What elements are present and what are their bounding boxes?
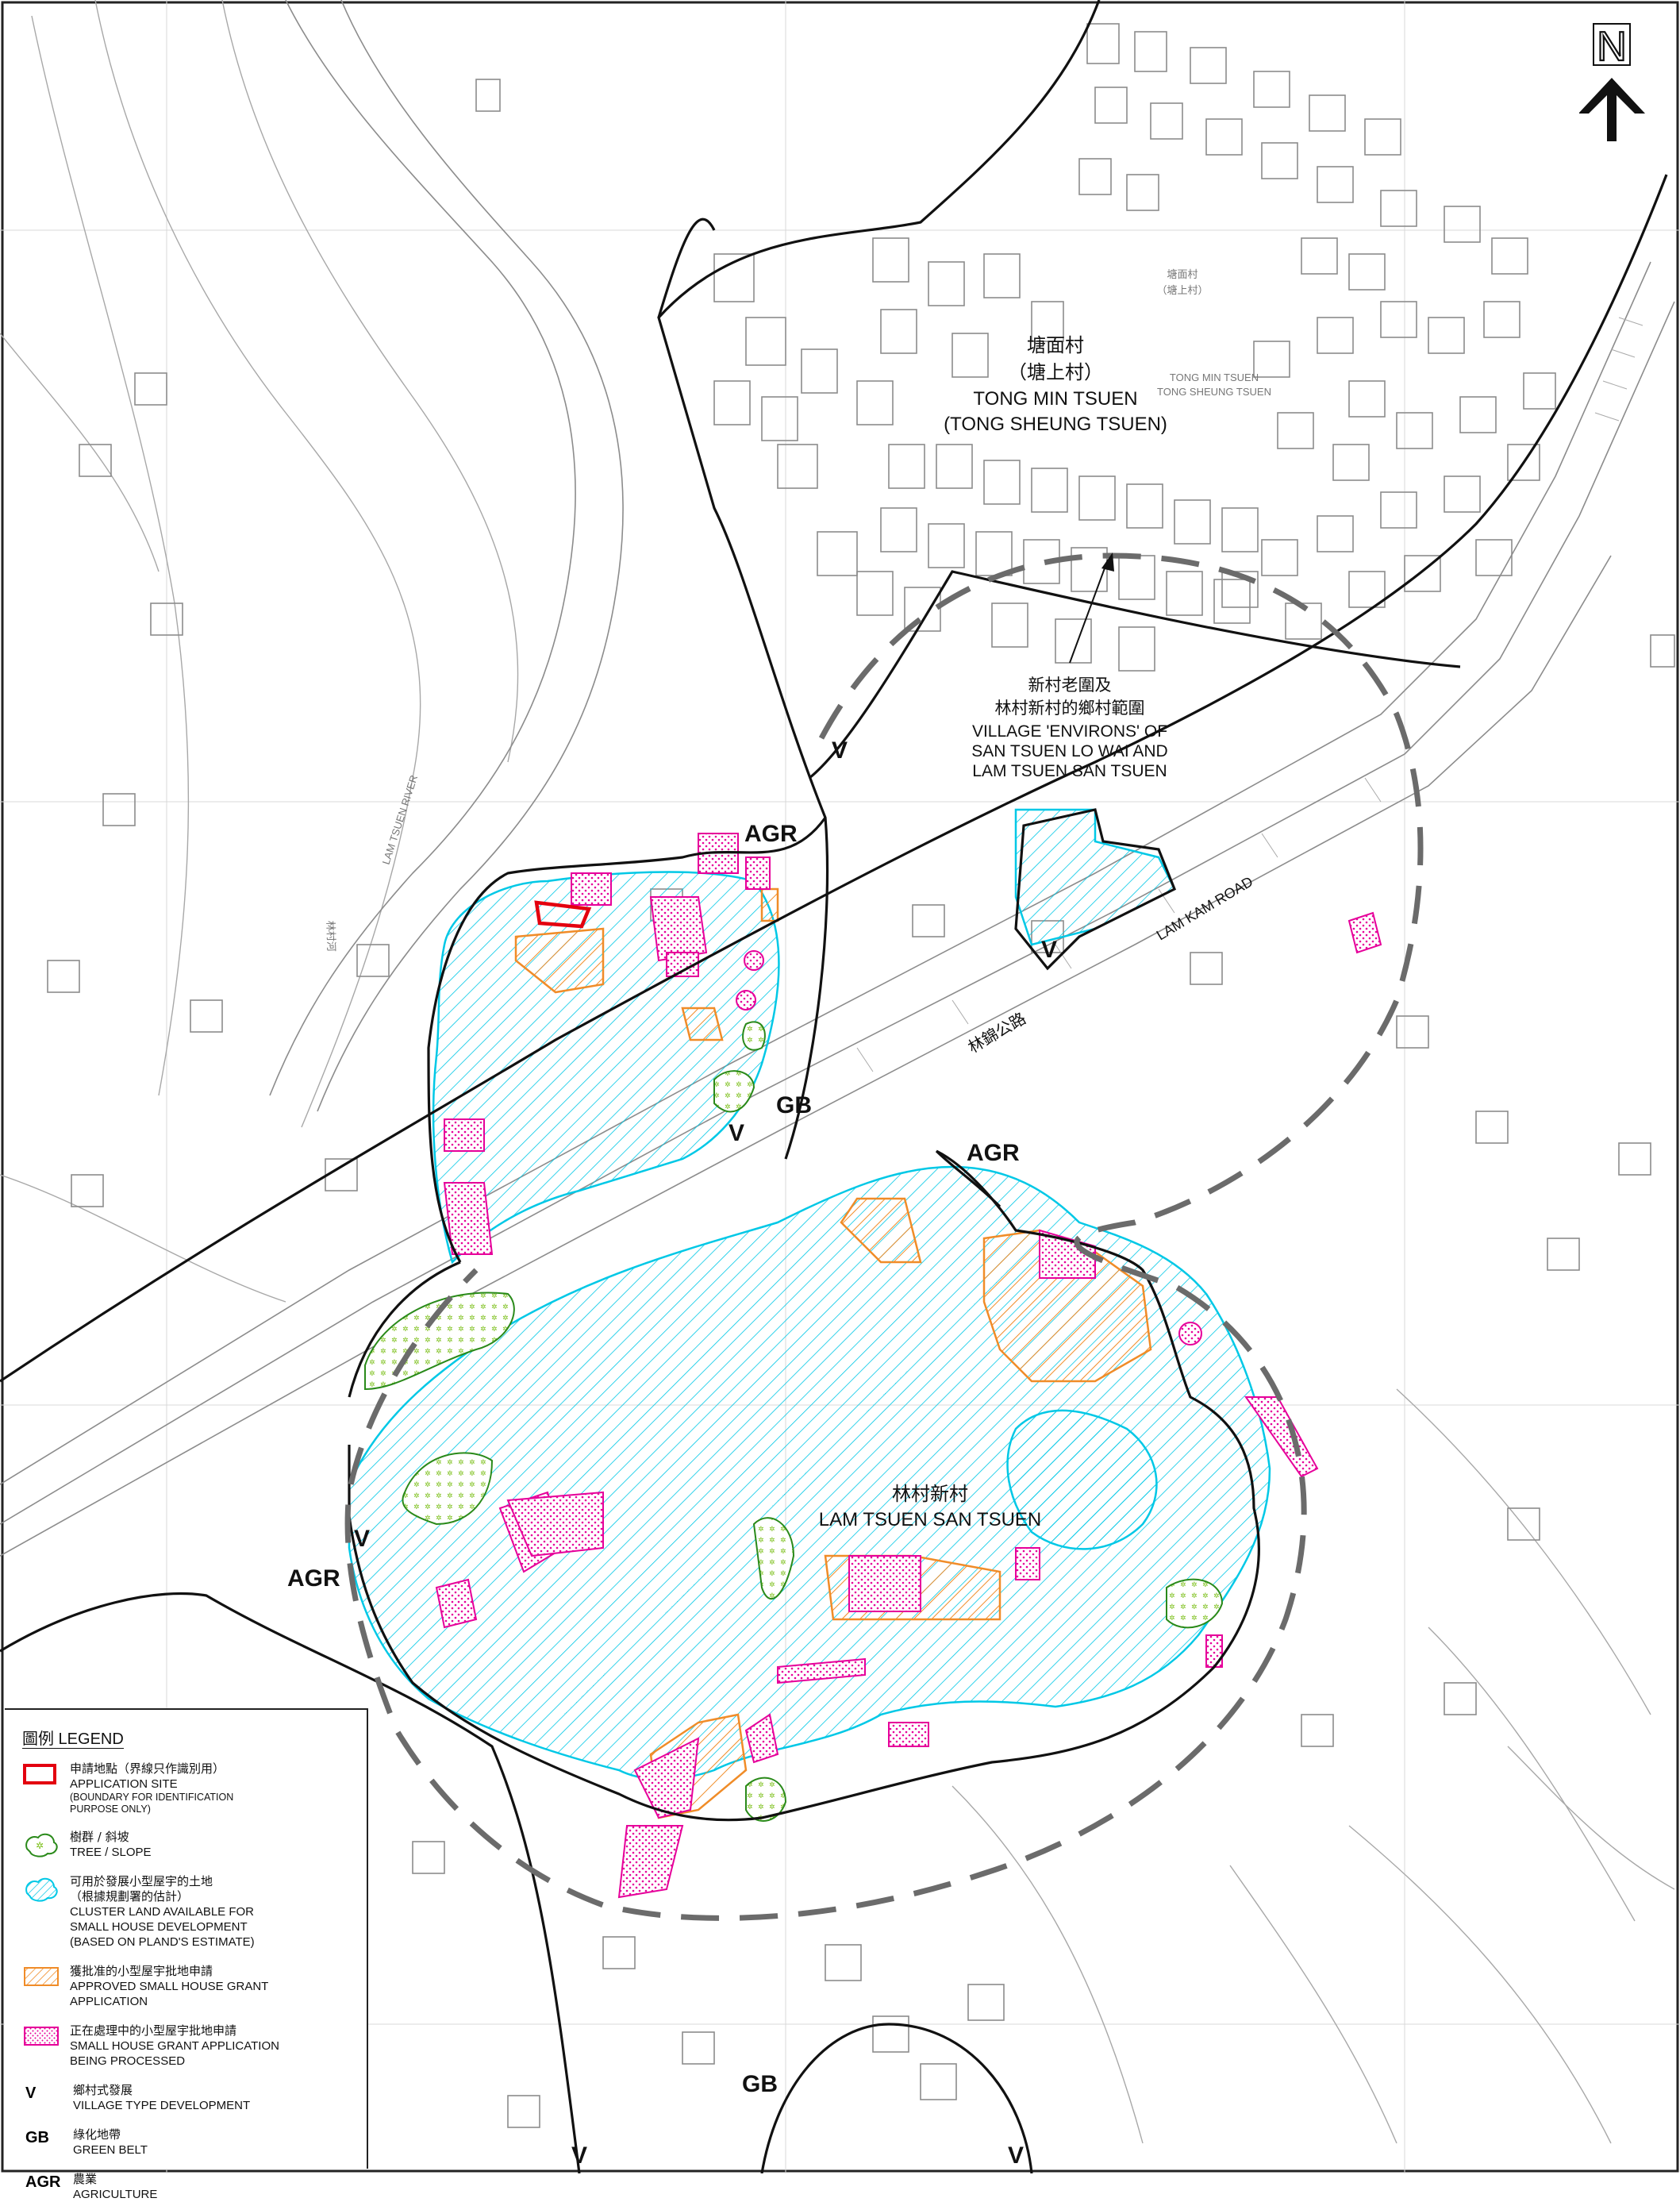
svg-text:✲: ✲ [36, 1840, 44, 1851]
legend-zh: 綠化地帶 [73, 2127, 121, 2142]
legend-item-processing: 正在處理中的小型屋宇批地申請 SMALL HOUSE GRANT APPLICA… [22, 2023, 359, 2069]
legend-zh-2: （根據規劃署的估計） [70, 1889, 190, 1904]
legend-en-small: PURPOSE ONLY) [70, 1804, 151, 1815]
environs-zh-1: 新村老圍及 [1028, 676, 1112, 695]
zone-v-5: V [571, 2142, 587, 2169]
legend-en: CLUSTER LAND AVAILABLE FOR [70, 1905, 255, 1919]
village-top-zh-1: 塘面村 [1027, 335, 1084, 356]
village-top-small-en-1: TONG MIN TSUEN [1170, 371, 1259, 383]
environs-en-3: LAM TSUEN SAN TSUEN [972, 762, 1167, 780]
legend-item-agriculture: AGR 農業 AGRICULTURE [22, 2172, 359, 2202]
legend-item-green-belt: GB 綠化地帶 GREEN BELT [22, 2127, 359, 2158]
zone-v-6: V [1008, 2142, 1024, 2169]
legend-en-2: SMALL HOUSE DEVELOPMENT [70, 1920, 248, 1934]
processing-application-areas [435, 833, 1382, 1899]
legend-en: VILLAGE TYPE DEVELOPMENT [73, 2099, 251, 2112]
village-top-small-zh-1: 塘面村 [1167, 268, 1198, 280]
legend-en: AGRICULTURE [73, 2188, 158, 2201]
environs-leader [1069, 559, 1109, 664]
river [269, 0, 624, 1112]
processing-swatch [22, 2023, 70, 2047]
environs-label: 新村老圍及 林村新村的鄉村範圍 VILLAGE 'ENVIRONS' OF SA… [971, 676, 1167, 780]
legend-abbr-agr: AGR [25, 2173, 61, 2191]
legend-item-cluster-land: 可用於發展小型屋宇的土地 （根據規劃署的估計） CLUSTER LAND AVA… [22, 1874, 359, 1950]
zone-labels: AGR AGR AGR GB GB V V V V V V [287, 737, 1057, 2169]
legend-item-approved: 獲批准的小型屋宇批地申請 APPROVED SMALL HOUSE GRANT … [22, 1964, 359, 2009]
legend-item-village: V 鄉村式發展 VILLAGE TYPE DEVELOPMENT [22, 2083, 359, 2113]
zone-agr-1: AGR [744, 821, 798, 847]
application-site-swatch [22, 1761, 70, 1785]
tree-icon: ✲ [22, 1830, 70, 1858]
legend-item-application-site: 申請地點（界線只作識別用） APPLICATION SITE (BOUNDARY… [22, 1761, 359, 1815]
village-label-top-small: 塘面村 （塘上村） TONG MIN TSUEN TONG SHEUNG TSU… [1156, 268, 1271, 398]
legend-zh: 正在處理中的小型屋宇批地申請 [70, 2023, 237, 2038]
legend-item-tree-slope: ✲ 樹群 / 斜坡 TREE / SLOPE [22, 1830, 359, 1860]
legend: 圖例 LEGEND 申請地點（界線只作識別用） APPLICATION SITE… [5, 1708, 368, 2201]
village-main-en: LAM TSUEN SAN TSUEN [819, 1509, 1042, 1530]
environs-en-2: SAN TSUEN LO WAI AND [971, 742, 1167, 760]
zone-v-2: V [1041, 937, 1057, 963]
legend-en: SMALL HOUSE GRANT APPLICATION [70, 2039, 279, 2053]
village-top-en-1: TONG MIN TSUEN [973, 388, 1137, 410]
legend-title: 圖例 LEGEND [22, 1730, 124, 1749]
legend-zh: 可用於發展小型屋宇的土地 [70, 1874, 213, 1888]
legend-en: APPLICATION SITE [70, 1777, 178, 1791]
application-site [534, 900, 592, 929]
zone-agr-2: AGR [967, 1140, 1020, 1166]
zone-gb-1: GB [776, 1092, 812, 1118]
legend-en-3: (BASED ON PLAND'S ESTIMATE) [70, 1935, 255, 1949]
environs-zh-2: 林村新村的鄉村範圍 [995, 699, 1145, 718]
legend-abbr-gb: GB [25, 2129, 49, 2146]
legend-zh: 農業 [73, 2172, 98, 2186]
legend-zh: 鄉村式發展 [73, 2083, 133, 2097]
zone-v-1: V [832, 737, 848, 764]
zone-agr-3: AGR [287, 1565, 340, 1592]
village-label-top: 塘面村 （塘上村） TONG MIN TSUEN (TONG SHEUNG TS… [944, 335, 1167, 435]
cluster-land-swatch [22, 1874, 70, 1903]
legend-en-2: BEING PROCESSED [70, 2054, 186, 2068]
legend-en: TREE / SLOPE [70, 1846, 152, 1859]
zone-v-3: V [729, 1120, 744, 1146]
village-top-small-zh-2: （塘上村） [1156, 284, 1208, 296]
legend-zh: 樹群 / 斜坡 [70, 1830, 129, 1844]
environs-arrowhead [1101, 552, 1114, 572]
legend-zh: 申請地點（界線只作識別用） [70, 1761, 225, 1776]
legend-en-small: (BOUNDARY FOR IDENTIFICATION [70, 1792, 234, 1803]
legend-zh: 獲批准的小型屋宇批地申請 [70, 1964, 213, 1978]
village-top-en-2: (TONG SHEUNG TSUEN) [944, 414, 1167, 435]
village-main-zh: 林村新村 [892, 1484, 968, 1505]
village-top-zh-2: （塘上村） [1008, 362, 1103, 383]
village-label-main: 林村新村 LAM TSUEN SAN TSUEN [819, 1484, 1042, 1530]
approved-swatch [22, 1964, 70, 1988]
river-label-zh: 林村河 [325, 921, 337, 953]
zoning-boundaries [0, 0, 1668, 2173]
north-arrow: N [1578, 22, 1651, 149]
legend-en: GREEN BELT [73, 2143, 148, 2157]
legend-en: APPROVED SMALL HOUSE GRANT [70, 1980, 269, 1993]
zone-v-4: V [354, 1526, 370, 1552]
north-letter: N [1597, 24, 1627, 70]
zone-gb-2: GB [742, 2071, 778, 2097]
village-top-small-en-2: TONG SHEUNG TSUEN [1157, 386, 1271, 398]
legend-abbr-v: V [25, 2085, 37, 2102]
legend-en-2: APPLICATION [70, 1995, 148, 2008]
environs-en-1: VILLAGE 'ENVIRONS' OF [972, 722, 1167, 741]
